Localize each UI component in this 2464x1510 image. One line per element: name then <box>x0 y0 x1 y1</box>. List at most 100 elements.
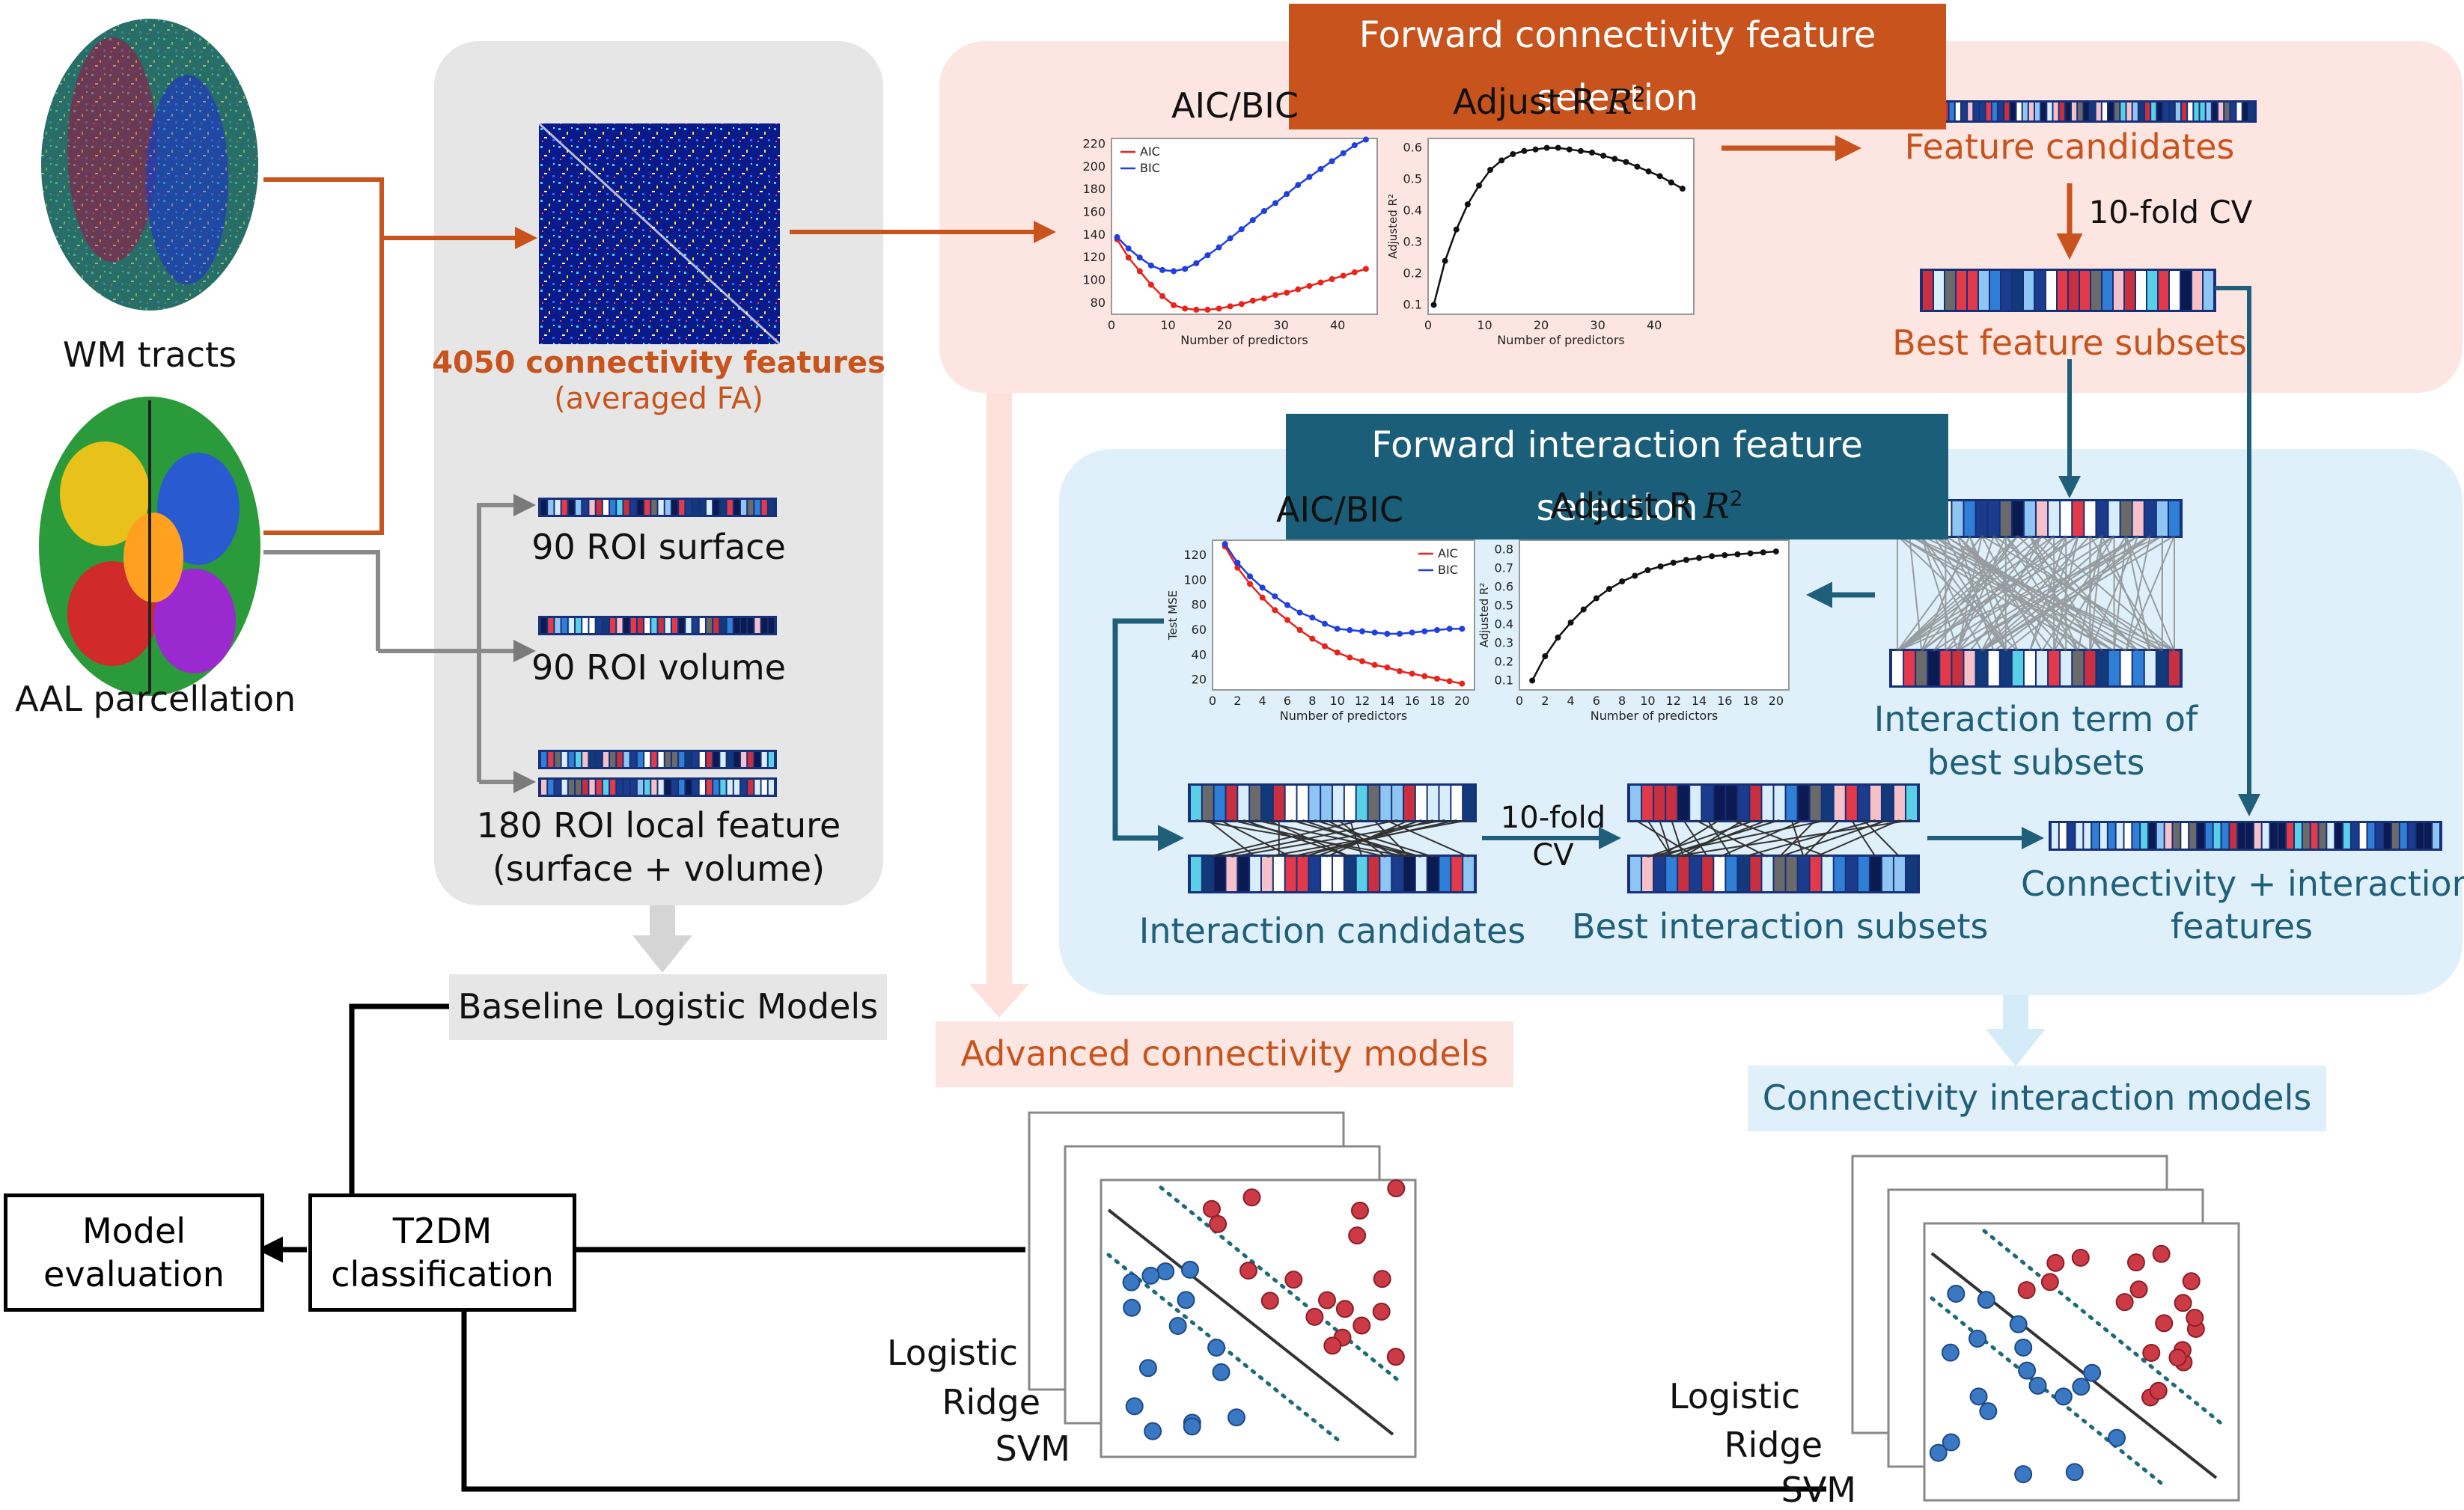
class-point-blue <box>2018 1361 2037 1380</box>
data-point <box>1159 266 1165 273</box>
data-point <box>1259 594 1266 601</box>
class-point-blue <box>1138 1359 1157 1378</box>
y-tick-label: 0.1 <box>1495 673 1513 688</box>
class-point-red <box>2186 1309 2204 1327</box>
data-point <box>1234 560 1241 566</box>
class-point-red <box>1239 1262 1257 1280</box>
combined-label-2: features <box>2170 906 2314 947</box>
y-tick-label: 100 <box>1082 273 1106 287</box>
class-point-blue <box>2014 1338 2033 1357</box>
data-point <box>1296 609 1303 616</box>
class-point-blue <box>1227 1408 1245 1427</box>
class-point-blue <box>2083 1363 2102 1382</box>
ridge-label-1: Ridge <box>942 1382 1040 1422</box>
data-point <box>1657 563 1664 569</box>
adjusted-r2-title-1-text: Adjust R <box>1453 82 1596 122</box>
class-point-blue <box>2009 1315 2028 1333</box>
data-point <box>1260 208 1267 215</box>
data-point <box>1772 548 1779 554</box>
connectivity-matrix-image <box>537 122 781 346</box>
class-point-red <box>1323 1336 1342 1355</box>
class-point-blue <box>1207 1339 1226 1357</box>
interaction-bg <box>1748 1066 2326 1131</box>
class-point-red <box>2155 1314 2174 1333</box>
data-point <box>1227 303 1233 310</box>
roi-surface-label: 90 ROI surface <box>531 527 786 567</box>
combined-features-bar <box>2049 821 2442 851</box>
data-point <box>1567 620 1574 626</box>
y-tick-label: 120 <box>1183 548 1207 562</box>
legend-label: BIC <box>1140 161 1160 175</box>
input-arrows <box>263 177 537 793</box>
class-point-red <box>2142 1343 2161 1362</box>
data-point <box>1359 658 1365 664</box>
logistic-label-1: Logistic <box>886 1333 1018 1373</box>
data-point <box>1147 281 1154 288</box>
data-point <box>1329 276 1335 282</box>
class-point-red <box>2149 1381 2168 1400</box>
interaction-term-label-2: best subsets <box>1927 742 2145 783</box>
class-point-red <box>2152 1244 2171 1263</box>
class-point-blue <box>1168 1316 1187 1335</box>
data-point <box>1668 179 1674 186</box>
data-point <box>1249 297 1256 304</box>
x-tick-label: 30 <box>1590 318 1605 332</box>
data-point <box>1136 268 1143 275</box>
cv-label-2a: 10-fold <box>1500 801 1606 835</box>
data-point <box>1334 626 1341 632</box>
data-point <box>1397 631 1403 637</box>
cv-label: 10-fold CV <box>2088 194 2253 230</box>
interaction-models-scatter <box>1851 1155 2240 1502</box>
class-point-blue <box>1183 1417 1201 1436</box>
data-point <box>1222 541 1228 547</box>
x-tick-label: 4 <box>1567 694 1574 708</box>
interaction-term-label-1: Interaction term of <box>1873 699 2198 739</box>
x-tick-label: 0 <box>1108 318 1115 332</box>
data-point <box>1204 306 1211 313</box>
combined-label-1: Connectivity + interaction <box>2021 863 2464 904</box>
class-point-blue <box>2108 1428 2126 1447</box>
x-tick-label: 8 <box>1618 694 1626 708</box>
data-point <box>1284 602 1290 608</box>
adjusted-r2-title-2: Adjust R R2 <box>1550 486 1743 526</box>
x-tick-label: 0 <box>1424 318 1432 332</box>
data-point <box>1696 554 1702 561</box>
data-point <box>1136 254 1143 261</box>
best-feature-subsets-label: Best feature subsets <box>1892 323 2247 363</box>
data-point <box>1446 626 1453 632</box>
data-point <box>1317 165 1324 172</box>
class-point-red <box>1202 1199 1221 1218</box>
data-point <box>1543 144 1550 151</box>
x-tick-label: 14 <box>1692 694 1707 708</box>
data-point <box>1322 620 1328 627</box>
x-tick-label: 10 <box>1477 318 1492 332</box>
class-point-blue <box>1156 1262 1175 1281</box>
data-point <box>1272 607 1278 614</box>
class-point-blue <box>1141 1266 1160 1285</box>
advanced-models-label: Advanced connectivity models <box>960 1033 1489 1074</box>
roi-local-bar-a <box>538 750 777 769</box>
y-tick-label: 0.2 <box>1495 655 1513 669</box>
margin-line <box>1930 1296 2166 1488</box>
blue-down-arrow <box>1986 995 2046 1066</box>
data-point <box>1566 146 1573 153</box>
class-point-blue <box>1177 1291 1195 1309</box>
y-tick-label: 220 <box>1082 137 1106 151</box>
pink-down-arrow <box>969 393 1029 1018</box>
x-tick-label: 4 <box>1259 694 1266 708</box>
cv-label-2b: CV <box>1532 838 1574 872</box>
t2dm-label-1: T2DM <box>392 1211 493 1251</box>
data-point <box>1446 678 1453 685</box>
data-point <box>1683 557 1689 563</box>
y-tick-label: 0.3 <box>1495 636 1513 650</box>
best-interaction-lines <box>1635 819 1912 858</box>
data-point <box>1306 174 1313 180</box>
wm-tracts-label: WM tracts <box>62 334 237 375</box>
x-tick-label: 6 <box>1284 694 1291 708</box>
data-point <box>1487 166 1494 173</box>
data-point <box>1259 584 1266 591</box>
data-point <box>1247 581 1253 587</box>
y-tick-label: 80 <box>1091 296 1106 310</box>
eval-label-2: evaluation <box>43 1254 225 1294</box>
